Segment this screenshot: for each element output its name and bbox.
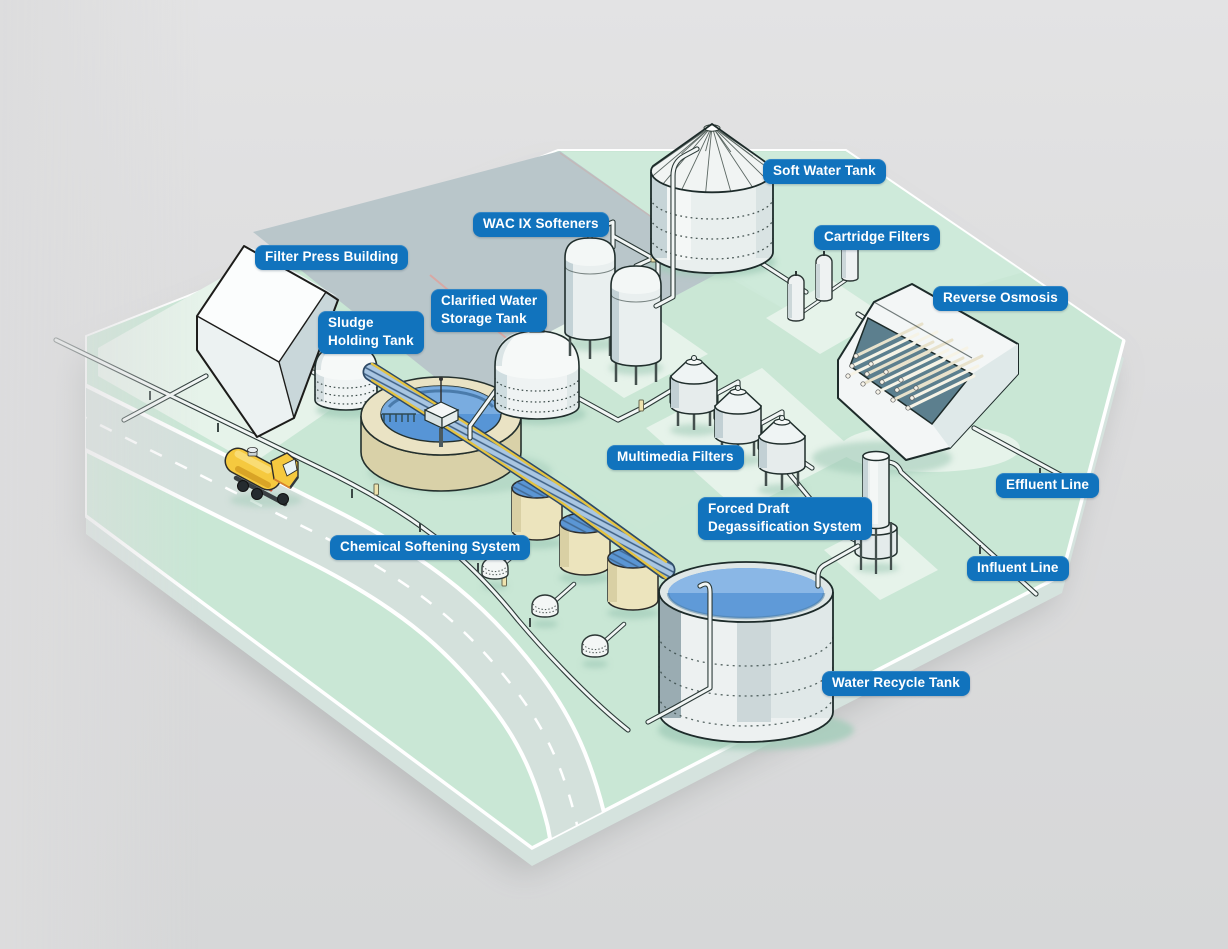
chemical-dome-units xyxy=(481,546,624,658)
reverse-osmosis-unit xyxy=(837,283,1019,461)
label-effluent-line: Effluent Line xyxy=(996,473,1100,498)
clarifier-mechanism xyxy=(423,377,460,447)
tanker-truck xyxy=(224,446,299,507)
label-chemical-softening-system: Chemical Softening System xyxy=(330,535,531,560)
road xyxy=(86,372,615,848)
label-filter-press-building: Filter Press Building xyxy=(255,245,409,270)
label-water-recycle-tank: Water Recycle Tank xyxy=(822,671,970,696)
membrane-tubes xyxy=(846,322,984,410)
left-fade xyxy=(0,0,200,949)
multimedia-filter-tanks xyxy=(670,355,806,490)
wac-ix-softener-tanks xyxy=(564,237,662,385)
clarified-water-storage-tank xyxy=(494,320,580,420)
soft-water-tank xyxy=(650,122,774,274)
label-sludge-holding-tank: Sludge Holding Tank xyxy=(318,311,424,354)
label-forced-draft-degassification: Forced Draft Degassification System xyxy=(698,497,872,540)
weir-comb xyxy=(382,413,416,422)
label-wac-ix-softeners: WAC IX Softeners xyxy=(473,212,609,237)
label-cartridge-filters: Cartridge Filters xyxy=(814,225,940,250)
label-reverse-osmosis: Reverse Osmosis xyxy=(933,286,1068,311)
label-influent-line: Influent Line xyxy=(967,556,1069,581)
water-recycle-tank xyxy=(658,561,834,743)
label-soft-water-tank: Soft Water Tank xyxy=(763,159,886,184)
label-multimedia-filters: Multimedia Filters xyxy=(607,445,744,470)
label-clarified-water-storage-tank: Clarified Water Storage Tank xyxy=(431,289,548,332)
sludge-holding-tank xyxy=(314,345,378,411)
